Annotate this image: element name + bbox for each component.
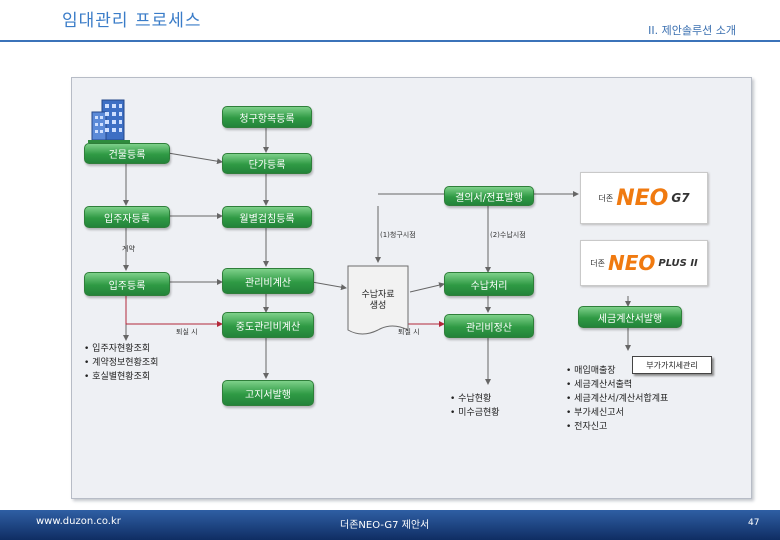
- claim-item-box: 청구항목등록: [222, 106, 312, 128]
- building-reg-box: 건물등록: [84, 143, 170, 164]
- list-item: • 세금계산서출력: [566, 380, 633, 390]
- document-icon: [347, 265, 409, 335]
- list-item: • 부가세신고서: [566, 408, 624, 418]
- middle-bullet-list: • 수납현황 • 미수금현황: [450, 392, 500, 420]
- moveout-label-left: 퇴실 시: [176, 328, 198, 336]
- footer-doc-title: 더존NEO-G7 제안서: [340, 520, 430, 531]
- list-item: • 계약정보현황조회: [84, 358, 159, 368]
- list-item: • 전자신고: [566, 422, 608, 432]
- tax-invoice-box: 세금계산서발행: [578, 306, 682, 328]
- header-divider: [0, 40, 780, 42]
- footer-url: www.duzon.co.kr: [36, 516, 121, 527]
- list-item: • 세금계산서/계산서합계표: [566, 394, 669, 404]
- list-item: • 입주자현황조회: [84, 344, 151, 354]
- footer-bar: [0, 510, 780, 540]
- neo-g7-logo: 더존 NEO G7: [580, 172, 708, 224]
- contract-label: 계약: [122, 245, 135, 253]
- approval-slip-box: 결의서/전표발행: [444, 186, 534, 206]
- claim-time-label: (1)청구시점: [380, 231, 416, 239]
- meter-reg-box: 월별검침등록: [222, 206, 312, 228]
- mid-mgmt-calc-box: 중도관리비계산: [222, 312, 314, 338]
- moveout-label-right: 퇴실 시: [398, 328, 420, 336]
- right-bullet-list: • 매입매출장 • 세금계산서출력 • 세금계산서/계산서합계표 • 부가세신고…: [566, 364, 668, 434]
- building-icon: [88, 99, 130, 143]
- diagram-panel: [71, 77, 752, 499]
- neo-plus-logo: 더존 NEO PLUS II: [580, 240, 708, 286]
- notice-issue-box: 고지서발행: [222, 380, 314, 406]
- mgmt-calc-box: 관리비계산: [222, 268, 314, 294]
- page-number: 47: [748, 518, 760, 528]
- section-label: II. 제안솔루션 소개: [648, 24, 736, 37]
- list-item: • 미수금현황: [450, 408, 500, 418]
- list-item: • 호실별현황조회: [84, 372, 151, 382]
- list-item: • 매입매출장: [566, 366, 616, 376]
- vat-mgmt-box: 부가가치세관리: [632, 356, 712, 374]
- receipt-time-label: (2)수납시점: [490, 231, 526, 239]
- move-in-box: 입주등록: [84, 272, 170, 296]
- doc-label: 수납자료 생성: [361, 290, 395, 311]
- list-item: • 수납현황: [450, 394, 492, 404]
- receipt-box: 수납처리: [444, 272, 534, 296]
- tenant-reg-box: 입주자등록: [84, 206, 170, 228]
- mgmt-settle-box: 관리비정산: [444, 314, 534, 338]
- unit-price-box: 단가등록: [222, 153, 312, 174]
- left-bullet-list: • 입주자현황조회 • 계약정보현황조회 • 호실별현황조회: [84, 342, 158, 384]
- page-title: 임대관리 프로세스: [62, 11, 202, 31]
